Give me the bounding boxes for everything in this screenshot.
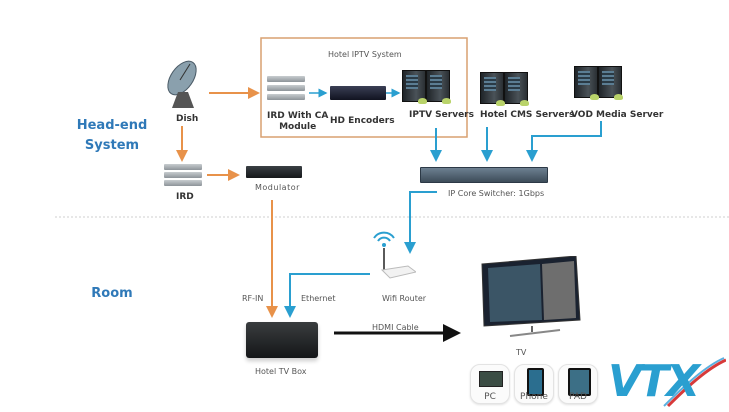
ird-label: IRD [176, 192, 194, 202]
phone-tile: Phone [514, 364, 554, 404]
modulator-icon [246, 166, 302, 178]
vtx-logo: VTX [608, 356, 727, 408]
wire-ethernet [284, 273, 370, 318]
laptop-icon [479, 371, 503, 387]
iptv-system-box [260, 37, 468, 138]
section-headend-line2: System [84, 138, 140, 153]
wire-vod-to-switch [526, 121, 602, 162]
vod-server-icon [574, 66, 626, 102]
wifi-router-label: Wifi Router [382, 294, 427, 303]
iptv-servers-label: IPTV Servers [409, 110, 474, 120]
ird-ca-label-line2: Module [279, 122, 317, 132]
modulator-label: Modulator [255, 183, 300, 192]
hotel-tv-box-label: Hotel TV Box [255, 367, 307, 376]
tablet-icon [568, 368, 591, 396]
hotel-tv-box-icon [246, 322, 318, 358]
phone-label: Phone [520, 392, 548, 402]
pad-label: PAD [569, 392, 587, 402]
tv-icon [480, 255, 584, 340]
hdmi-cable-label: HDMI Cable [372, 323, 419, 332]
wifi-router-icon [372, 226, 418, 282]
ird-ca-icon [267, 76, 305, 104]
ird-ca-label: IRD With CA Module [267, 111, 328, 133]
pc-tile: PC [470, 364, 510, 404]
iptv-servers-icon [402, 70, 454, 106]
wire-switch-to-router [404, 191, 437, 254]
dish-icon [160, 58, 205, 110]
vod-server-label: VOD Media Server [571, 110, 664, 120]
hd-encoder-icon [330, 86, 386, 100]
cms-servers-icon [480, 72, 532, 108]
ird-icon [164, 164, 202, 190]
pad-tile: PAD [558, 364, 598, 404]
phone-icon [527, 368, 544, 396]
dish-label: Dish [176, 114, 199, 124]
iptv-system-title: Hotel IPTV System [328, 50, 402, 59]
cms-servers-label: Hotel CMS Servers [480, 110, 575, 120]
section-headend: Head-end System [72, 116, 152, 156]
hd-encoders-label: HD Encoders [330, 116, 395, 126]
rf-in-label: RF-IN [242, 294, 264, 303]
ird-ca-label-line1: IRD With CA [267, 111, 329, 121]
vtx-logo-text: VTX [608, 356, 700, 407]
core-switch-label: IP Core Switcher: 1Gbps [448, 189, 545, 198]
ethernet-label: Ethernet [301, 294, 336, 303]
section-headend-line1: Head-end [76, 118, 148, 133]
section-room: Room [91, 286, 133, 301]
tv-label: TV [516, 348, 527, 357]
pc-label: PC [484, 392, 496, 402]
core-switch-icon [420, 167, 548, 183]
